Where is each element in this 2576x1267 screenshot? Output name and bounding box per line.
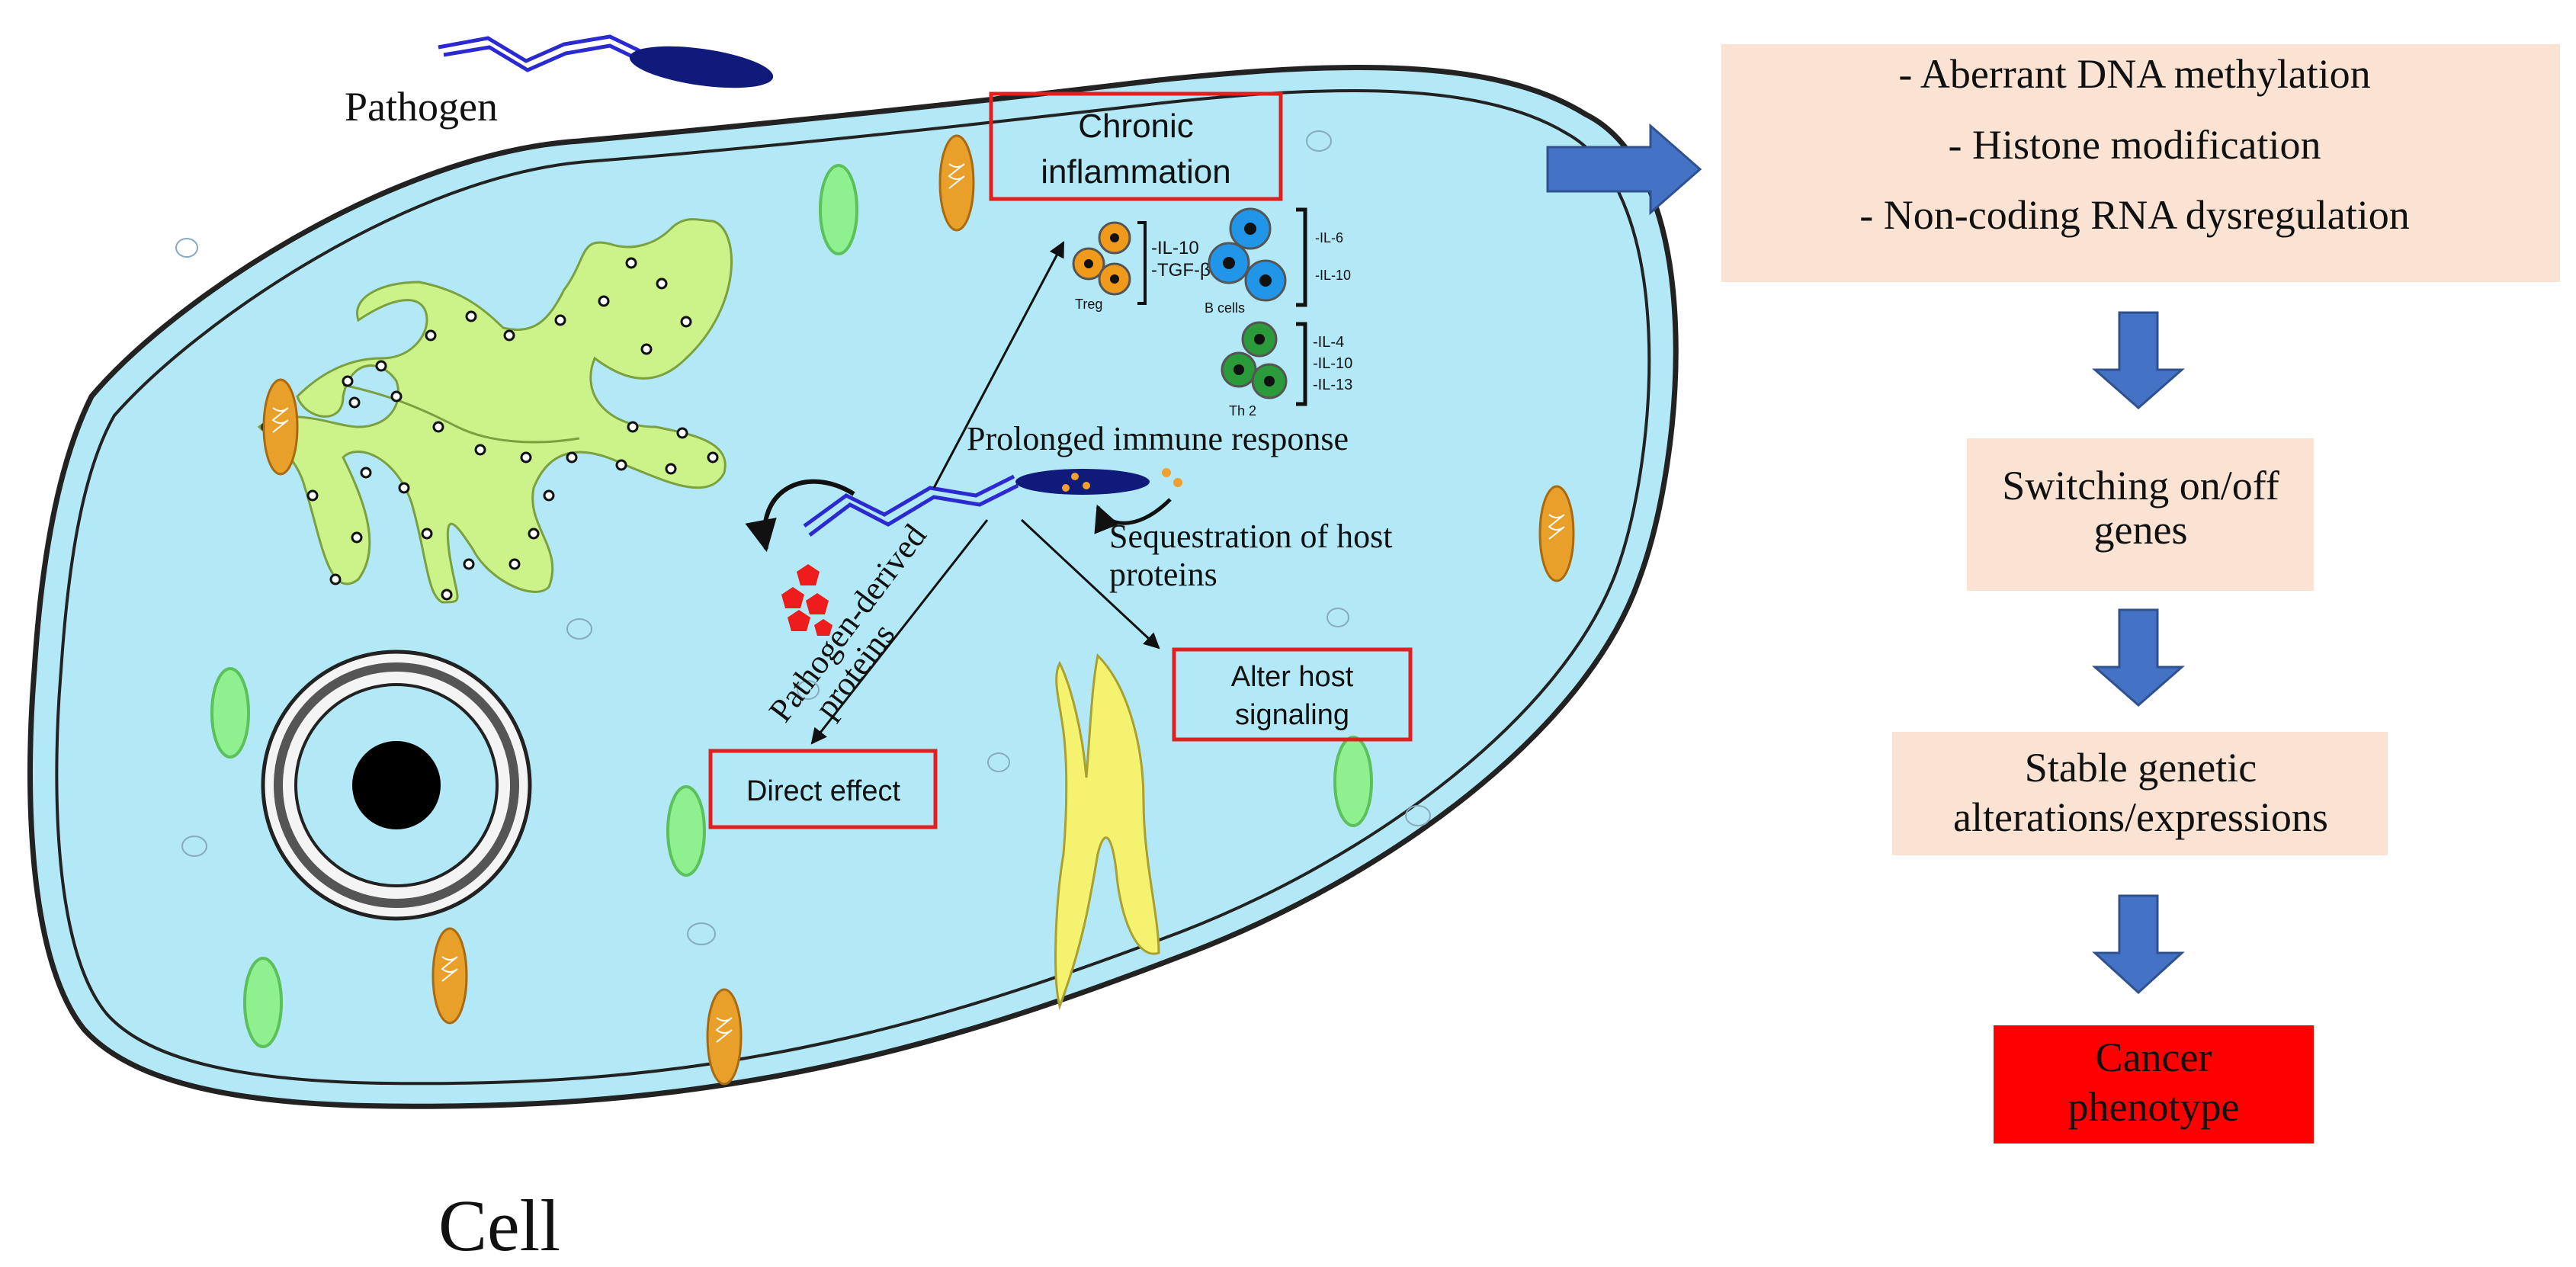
flow-arrow-down-2	[2092, 608, 2185, 707]
cancer-phenotype-box	[1994, 1025, 2314, 1144]
b-cells	[1208, 207, 1287, 302]
cell-label: Cell	[438, 1185, 560, 1266]
chronic-inflammation-line2: inflammation	[1041, 153, 1230, 191]
arrow-to-inflammation	[932, 241, 1065, 489]
treg-cytokine-1: -IL-10	[1151, 238, 1199, 258]
treg-label: Treg	[1075, 297, 1102, 312]
golgi-apparatus	[1054, 653, 1160, 1011]
b-cells-bracket	[1296, 207, 1307, 307]
alter-signaling-line1: Alter host	[1231, 661, 1354, 693]
arrow-to-host-signaling	[1020, 518, 1160, 650]
nucleus	[261, 650, 532, 921]
direct-effect-box	[708, 749, 938, 829]
sequestration-label-line1: Sequestration of host	[1109, 518, 1393, 555]
pathogen-label: Pathogen	[345, 84, 498, 130]
arrow-to-direct-effect	[810, 519, 989, 745]
stable-line1: Stable genetic	[2025, 745, 2257, 791]
treg-bracket	[1137, 221, 1147, 305]
direct-effect-label: Direct effect	[746, 775, 900, 807]
stable-box	[1892, 732, 2388, 855]
protein-release-arrow	[745, 479, 855, 553]
b-cells-label: B cells	[1205, 300, 1245, 316]
treg-cells	[1072, 221, 1131, 296]
th2-bracket	[1296, 322, 1307, 406]
th2-cytokine-1: -IL-4	[1313, 334, 1344, 351]
treg-cytokine-2: -TGF-β	[1151, 260, 1211, 281]
th2-cytokine-3: -IL-13	[1313, 377, 1352, 393]
flow-arrow-down-1	[2092, 311, 2185, 409]
cancer-phenotype-line2: phenotype	[2068, 1084, 2240, 1130]
switching-line2: genes	[2094, 507, 2188, 553]
th2-label: Th 2	[1229, 403, 1256, 419]
epigenetic-item-2: - Histone modification	[1949, 122, 2321, 168]
epigenetic-item-1: - Aberrant DNA methylation	[1898, 51, 2370, 97]
prolonged-immune-response-label: Prolonged immune response	[967, 420, 1349, 457]
pathogen-derived-protein-cluster	[781, 564, 832, 636]
sequestration-arrow	[1094, 498, 1172, 534]
pathogen-inside	[803, 469, 1150, 537]
pathogen-outside	[438, 34, 774, 88]
cytoplasm-vesicles	[175, 130, 1431, 945]
stable-line2: alterations/expressions	[1953, 794, 2328, 840]
th2-cells	[1221, 321, 1288, 399]
mitochondria-cristae	[271, 163, 1565, 1043]
b-cells-cytokine-1: -IL-6	[1315, 230, 1343, 245]
b-cells-cytokine-2: -IL-10	[1315, 268, 1351, 283]
epigenetic-box	[1721, 44, 2560, 282]
sequestered-proteins	[1162, 468, 1182, 487]
flow-arrow-down-3	[2092, 894, 2185, 995]
cell-inner-membrane	[55, 89, 1651, 1086]
th2-cytokine-2: -IL-10	[1313, 355, 1352, 372]
epigenetic-item-3: - Non-coding RNA dysregulation	[1859, 192, 2409, 238]
switching-box	[1967, 438, 2314, 591]
sequestration-label-line2: proteins	[1109, 556, 1217, 593]
chronic-inflammation-box	[989, 91, 1283, 201]
alter-signaling-box	[1172, 647, 1413, 742]
switching-line1: Switching on/off	[2002, 463, 2279, 508]
alter-signaling-line2: signaling	[1235, 699, 1349, 731]
cancer-phenotype-line1: Cancer	[2096, 1034, 2212, 1080]
vacuoles	[210, 164, 1373, 1048]
chronic-inflammation-line1: Chronic	[1078, 107, 1194, 145]
flow-arrow-right	[1546, 123, 1702, 216]
